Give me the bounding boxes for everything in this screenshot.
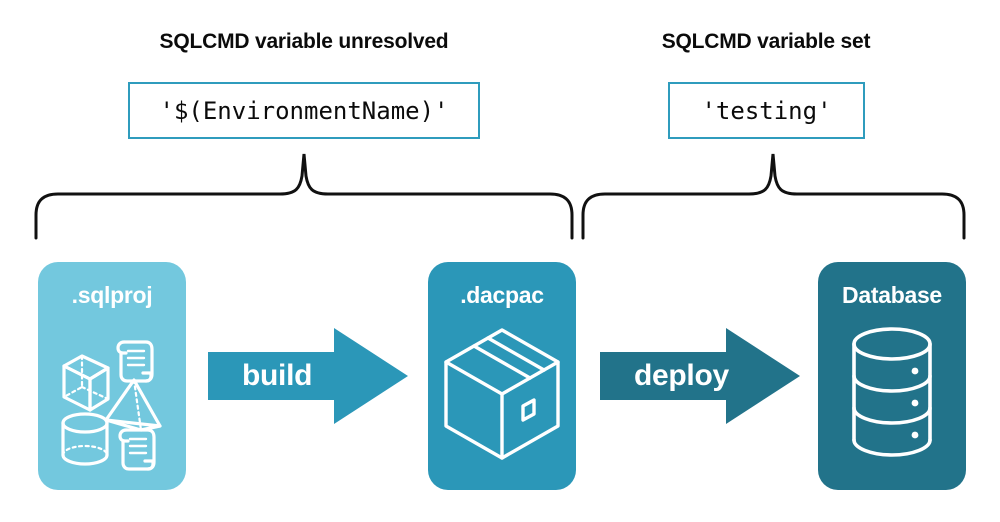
code-box-set-value: 'testing' xyxy=(668,82,865,139)
stage-box-database: Database xyxy=(818,262,966,490)
code-box-unresolved-value: '$(EnvironmentName)' xyxy=(128,82,480,139)
stage-title-database: Database xyxy=(842,282,942,308)
dacpac-artwork xyxy=(444,328,560,460)
cube-icon xyxy=(62,354,110,412)
group-label-set: SQLCMD variable set xyxy=(661,30,871,53)
cylinder-icon xyxy=(61,412,109,466)
curly-brace-left-icon xyxy=(34,153,574,240)
database-artwork xyxy=(852,327,932,457)
arrow-deploy-shape xyxy=(600,328,800,424)
stage-box-dacpac: .dacpac xyxy=(428,262,576,490)
arrow-deploy-label: deploy xyxy=(634,359,729,392)
scroll-icon xyxy=(118,428,156,471)
arrow-deploy: deploy xyxy=(600,328,800,424)
arrow-build-label: build xyxy=(242,359,313,392)
stage-title-dacpac: .dacpac xyxy=(460,282,544,308)
arrow-build-shape xyxy=(208,328,408,424)
group-label-unresolved: SQLCMD variable unresolved xyxy=(159,30,449,53)
curly-brace-right-icon xyxy=(581,153,966,240)
stage-title-sqlproj: .sqlproj xyxy=(71,282,153,308)
package-box-icon xyxy=(444,328,560,460)
stage-box-sqlproj: .sqlproj xyxy=(38,262,186,490)
scroll-icon xyxy=(116,340,154,383)
sqlproj-artwork xyxy=(61,340,162,471)
pyramid-icon xyxy=(104,378,162,432)
database-cylinder-icon xyxy=(852,327,932,457)
arrow-build: build xyxy=(208,328,408,424)
